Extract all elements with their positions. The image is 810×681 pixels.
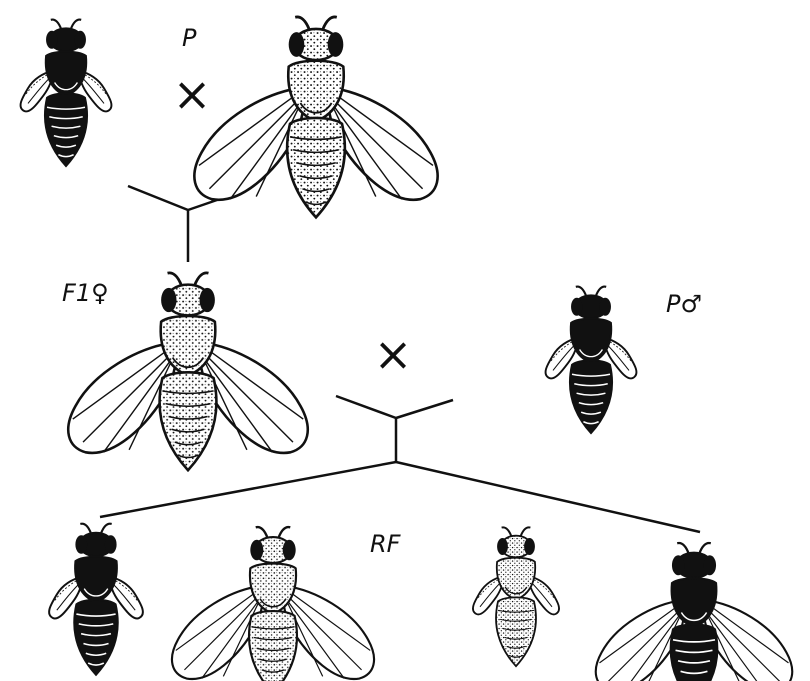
backcross-connector xyxy=(336,396,453,462)
fly-p-light-long xyxy=(194,17,437,217)
label-f1-female: F1♀ xyxy=(62,279,109,307)
label-p-male: P♂ xyxy=(666,290,702,318)
cross-symbol-backcross: × xyxy=(374,327,413,381)
offspring-branch-lines xyxy=(100,462,700,532)
fly-rf-dark-vestigial xyxy=(49,524,143,675)
fly-rf-light-vestigial xyxy=(473,527,559,666)
fly-rf-dark-long xyxy=(596,543,792,681)
fly-p-male-dark-vestigial xyxy=(546,287,637,433)
label-p: P xyxy=(182,24,197,52)
cross-symbol-p: × xyxy=(173,67,212,121)
fly-p-dark-vestigial xyxy=(21,20,112,166)
fly-rf-light-long xyxy=(172,527,374,681)
label-rf: RF xyxy=(370,530,402,558)
